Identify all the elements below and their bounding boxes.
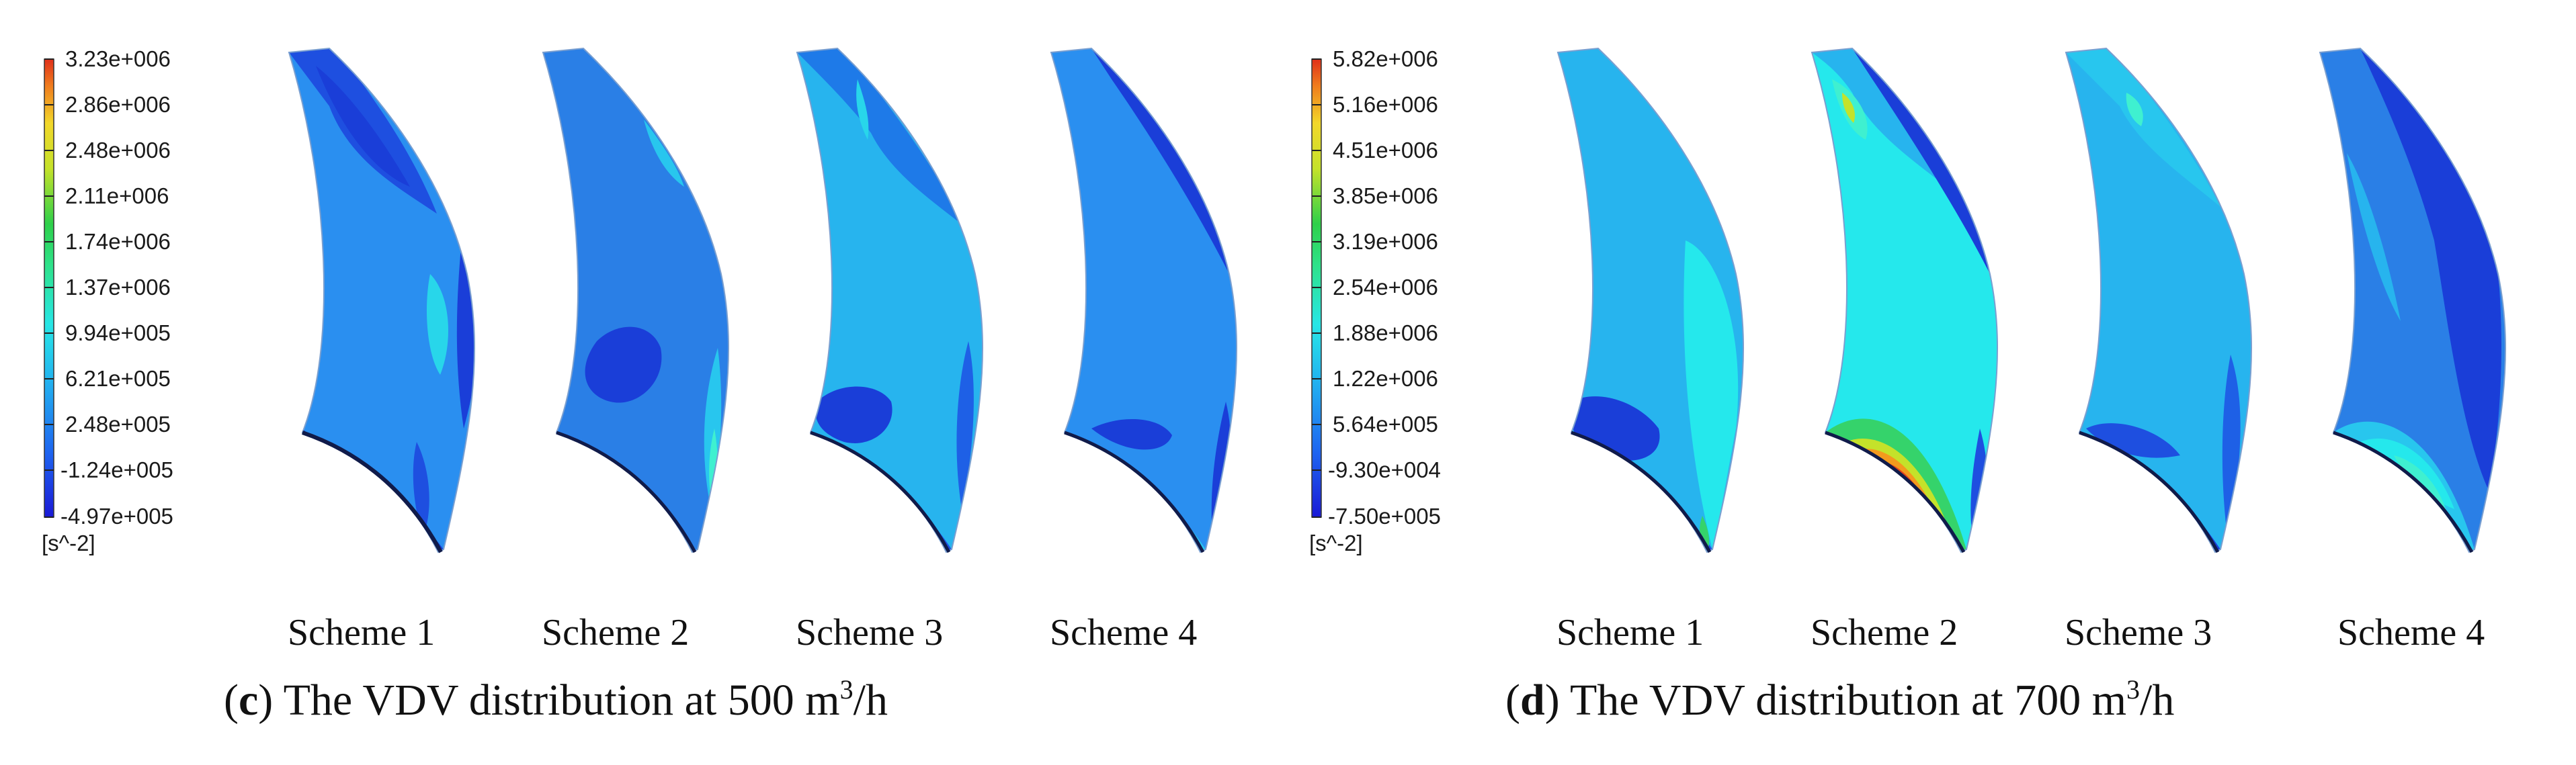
scheme-label-d-3: Scheme 3	[2065, 612, 2212, 654]
blade-c-scheme-1	[288, 48, 476, 553]
panel-d: 5.82e+006 5.16e+006 4.51e+006 3.85e+006 …	[1309, 46, 2507, 725]
legend-d-8: 5.64e+005	[1333, 412, 1438, 437]
scheme-label-d-2: Scheme 2	[1811, 612, 1958, 654]
caption-c-letter: c	[239, 676, 258, 725]
legend-c-6: 9.94e+005	[65, 320, 171, 345]
legend-c-10: -4.97e+005	[60, 504, 173, 529]
legend-d-9: -9.30e+004	[1328, 457, 1441, 482]
caption-d-letter: d	[1520, 676, 1545, 725]
legend-d-3: 3.85e+006	[1333, 183, 1438, 208]
legend-c-9: -1.24e+005	[60, 457, 173, 482]
blade-c-scheme-4	[1050, 48, 1238, 553]
legend-d-4: 3.19e+006	[1333, 229, 1438, 254]
scheme-label-c-3: Scheme 3	[796, 612, 943, 654]
scheme-label-c-1: Scheme 1	[288, 612, 435, 654]
scheme-label-c-2: Scheme 2	[542, 612, 689, 654]
legend-d-2: 4.51e+006	[1333, 138, 1438, 163]
caption-d-sup: 3	[2126, 674, 2140, 705]
legend-d-7: 1.22e+006	[1333, 366, 1438, 391]
blade-c-scheme-3	[796, 48, 984, 553]
caption-d-text: The VDV distribution at 700 m	[1560, 676, 2126, 725]
legend-c-2: 2.48e+006	[65, 138, 171, 163]
colorbar-ticks-d	[1312, 58, 1321, 518]
caption-d: (d) The VDV distribution at 700 m3/h	[1505, 674, 2174, 725]
legend-d-0: 5.82e+006	[1333, 46, 1438, 71]
legend-c-0: 3.23e+006	[65, 46, 171, 71]
legend-d-6: 1.88e+006	[1333, 320, 1438, 345]
legend-d-10: -7.50e+005	[1328, 504, 1441, 529]
caption-c-sup: 3	[840, 674, 854, 705]
panel-c: 3.23e+006 2.86e+006 2.48e+006 2.11e+006 …	[42, 46, 1238, 725]
colorbar-d: 5.82e+006 5.16e+006 4.51e+006 3.85e+006 …	[1309, 46, 1441, 555]
colorbar-c: 3.23e+006 2.86e+006 2.48e+006 2.11e+006 …	[42, 46, 173, 555]
legend-c-8: 2.48e+005	[65, 412, 171, 437]
legend-c-3: 2.11e+006	[65, 183, 169, 208]
legend-c-7: 6.21e+005	[65, 366, 171, 391]
legend-d-5: 2.54e+006	[1333, 275, 1438, 300]
scheme-label-c-4: Scheme 4	[1050, 612, 1197, 654]
legend-c-5: 1.37e+006	[65, 275, 171, 300]
legend-c-4: 1.74e+006	[65, 229, 171, 254]
colorbar-ticks-c	[44, 58, 54, 518]
blade-d-scheme-4	[2319, 48, 2507, 553]
caption-c: (c) The VDV distribution at 500 m3/h	[224, 674, 888, 725]
blade-d-scheme-1	[1557, 48, 1745, 553]
blade-d-scheme-3	[2065, 48, 2253, 553]
legend-c-unit: [s^-2]	[42, 531, 95, 555]
caption-d-tail: /h	[2140, 676, 2174, 725]
legend-d-unit: [s^-2]	[1309, 531, 1363, 555]
legend-d-1: 5.16e+006	[1333, 92, 1438, 117]
caption-c-tail: /h	[854, 676, 888, 725]
scheme-label-d-4: Scheme 4	[2337, 612, 2485, 654]
blade-c-scheme-2	[542, 48, 730, 553]
blade-d-scheme-2	[1811, 48, 1999, 553]
scheme-label-d-1: Scheme 1	[1556, 612, 1704, 654]
caption-c-text: The VDV distribution at 500 m	[273, 676, 839, 725]
legend-c-1: 2.86e+006	[65, 92, 171, 117]
